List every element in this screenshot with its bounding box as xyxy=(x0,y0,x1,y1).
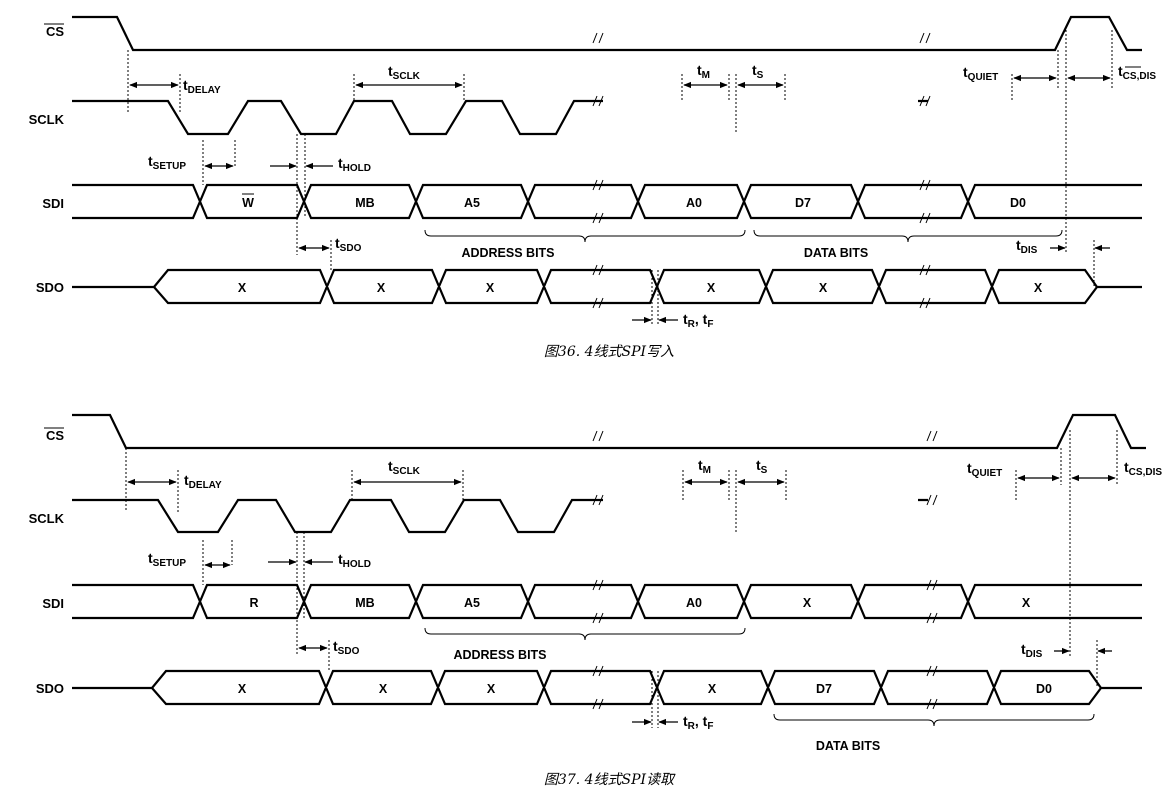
sdo-bit: X xyxy=(377,281,386,295)
timing-labels: tDELAY tSCLK tM tS tQUIET tCS,DIS tSETUP… xyxy=(148,457,1162,732)
sdi-bit-a0: A0 xyxy=(686,596,702,610)
reference-lines xyxy=(125,430,1118,728)
sdo-bit: X xyxy=(238,682,247,696)
t-setup-label: tSETUP xyxy=(148,550,186,569)
sdo-bit: X xyxy=(487,682,496,696)
sdi-bit-mb: MB xyxy=(355,596,374,610)
figure-caption: 图37. 4线式SPI读取 xyxy=(544,772,676,788)
sdi-bit-d0: D0 xyxy=(1010,196,1026,210)
cs-waveform xyxy=(72,413,1146,450)
t-rf-label: tR, tF xyxy=(683,311,713,330)
t-s-label: tS xyxy=(756,457,768,476)
t-dis-label: tDIS xyxy=(1016,237,1038,256)
data-bits-bracket xyxy=(773,713,1095,727)
sdi-bit-a0: A0 xyxy=(686,196,702,210)
sdi-bit-a5: A5 xyxy=(464,596,480,610)
address-bits-label: ADDRESS BITS xyxy=(461,246,554,260)
sdi-bit-x: X xyxy=(1022,596,1031,610)
sdo-bit: X xyxy=(1034,281,1043,295)
break-marks xyxy=(592,430,938,710)
t-s-label: tS xyxy=(752,62,764,81)
figure-37-read: CS SCLK SDI SDO R MB A5 A0 X X X X X X D… xyxy=(29,413,1162,788)
t-rf-label: tR, tF xyxy=(683,713,713,732)
address-bits-label: ADDRESS BITS xyxy=(453,648,546,662)
cs-label: CS xyxy=(46,428,64,443)
t-csdis-label: tCS,DIS xyxy=(1124,459,1162,478)
sdo-bit: X xyxy=(708,682,717,696)
t-delay-label: tDELAY xyxy=(183,77,221,96)
sdi-label: SDI xyxy=(42,196,64,211)
data-bits-label: DATA BITS xyxy=(816,739,880,753)
figure-36-write: CS SCLK SDI SDO W MB A5 A0 D7 D0 X X X X… xyxy=(29,15,1156,360)
sclk-waveform xyxy=(72,498,593,534)
sdo-label: SDO xyxy=(36,280,64,295)
timing-labels: tDELAY tSCLK tM tS tQUIET tCS,DIS tSETUP… xyxy=(148,62,1156,330)
sdo-bit: X xyxy=(819,281,828,295)
sdi-bit-a5: A5 xyxy=(464,196,480,210)
t-delay-label: tDELAY xyxy=(184,472,222,491)
sdi-bit-x: X xyxy=(803,596,812,610)
timing-arrows xyxy=(129,74,1111,324)
sdi-bit-d7: D7 xyxy=(795,196,811,210)
figure-caption: 图36. 4线式SPI写入 xyxy=(544,344,674,360)
t-hold-label: tHOLD xyxy=(338,155,371,174)
t-sclk-label: tSCLK xyxy=(388,458,421,477)
sdo-bit: X xyxy=(379,682,388,696)
sdi-bus xyxy=(72,183,1142,220)
cs-waveform xyxy=(72,15,1142,52)
sdi-bit-w: W xyxy=(242,196,254,210)
sclk-label: SCLK xyxy=(29,112,65,127)
sdo-bus xyxy=(72,268,1142,305)
sdo-bit-d7: D7 xyxy=(816,682,832,696)
break-marks xyxy=(592,32,931,309)
t-quiet-label: tQUIET xyxy=(963,64,998,83)
t-hold-label: tHOLD xyxy=(338,551,371,570)
t-m-label: tM xyxy=(698,457,711,476)
sdo-label: SDO xyxy=(36,681,64,696)
t-csdis-label: tCS,DIS xyxy=(1118,63,1156,82)
address-bits-bracket xyxy=(424,627,746,641)
t-m-label: tM xyxy=(697,62,710,81)
sdi-label: SDI xyxy=(42,596,64,611)
sclk-label: SCLK xyxy=(29,511,65,526)
t-sclk-label: tSCLK xyxy=(388,63,421,82)
timing-arrows xyxy=(127,474,1116,726)
sdo-bus xyxy=(72,669,1142,706)
sdo-bit: X xyxy=(707,281,716,295)
t-sdo-label: tSDO xyxy=(333,638,360,657)
sdo-bit-d0: D0 xyxy=(1036,682,1052,696)
sdo-bit: X xyxy=(238,281,247,295)
sdi-bus xyxy=(72,583,1142,620)
data-bits-label: DATA BITS xyxy=(804,246,868,260)
sdi-bit-r: R xyxy=(249,596,258,610)
data-bits-bracket xyxy=(753,229,1063,243)
t-setup-label: tSETUP xyxy=(148,153,186,172)
t-sdo-label: tSDO xyxy=(335,235,362,254)
address-bits-bracket xyxy=(424,229,746,243)
sdo-bit: X xyxy=(486,281,495,295)
sdi-bit-mb: MB xyxy=(355,196,374,210)
cs-label: CS xyxy=(46,24,64,39)
t-dis-label: tDIS xyxy=(1021,641,1043,660)
t-quiet-label: tQUIET xyxy=(967,460,1002,479)
sclk-waveform xyxy=(72,99,593,136)
reference-lines xyxy=(127,30,1113,325)
